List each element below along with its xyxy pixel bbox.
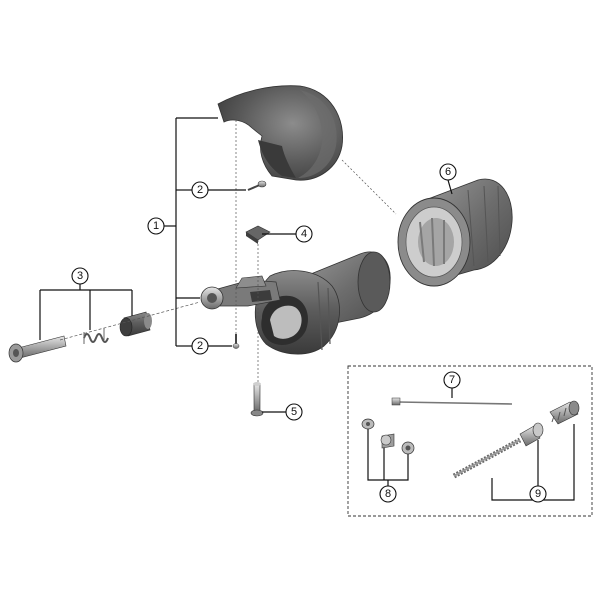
- svg-text:3: 3: [77, 270, 83, 282]
- svg-text:2: 2: [197, 340, 203, 352]
- cover-screw-upper: [247, 180, 267, 191]
- svg-text:4: 4: [301, 228, 307, 240]
- svg-text:7: 7: [449, 374, 455, 386]
- spring-part: [83, 328, 109, 344]
- svg-text:2: 2: [197, 184, 203, 196]
- cable-set-box: [347, 365, 593, 517]
- alignment-lines: [59, 120, 397, 384]
- callout-2-lower: 2: [191, 337, 209, 355]
- callout-1: 1: [147, 217, 165, 235]
- grip-part: [397, 178, 513, 287]
- svg-text:5: 5: [291, 406, 297, 418]
- inner-cable-part: [391, 397, 513, 406]
- clamp-nut-part: [245, 225, 271, 244]
- callout-4: 4: [295, 225, 313, 243]
- callout-5: 5: [285, 403, 303, 421]
- cover-screw-lower: [232, 334, 240, 349]
- callout-7: 7: [443, 371, 461, 389]
- callout-3: 3: [71, 267, 89, 285]
- outer-casing-set-part: [452, 400, 580, 479]
- adjuster-barrel-part: [119, 311, 152, 337]
- svg-text:1: 1: [153, 220, 159, 232]
- callout-6: 6: [439, 163, 457, 181]
- leader-lines: [39, 117, 575, 501]
- svg-text:9: 9: [535, 488, 541, 500]
- svg-text:6: 6: [445, 166, 451, 178]
- callout-2-upper: 2: [191, 181, 209, 199]
- svg-text:8: 8: [385, 488, 391, 500]
- shifter-body-part: [200, 251, 391, 355]
- clamp-bolt-part: [250, 382, 264, 417]
- callout-8: 8: [379, 485, 397, 503]
- callout-9: 9: [529, 485, 547, 503]
- upper-cover-part: [217, 85, 344, 181]
- adjuster-bolt-part: [8, 335, 67, 363]
- cable-adjust-nuts-part: [361, 418, 415, 455]
